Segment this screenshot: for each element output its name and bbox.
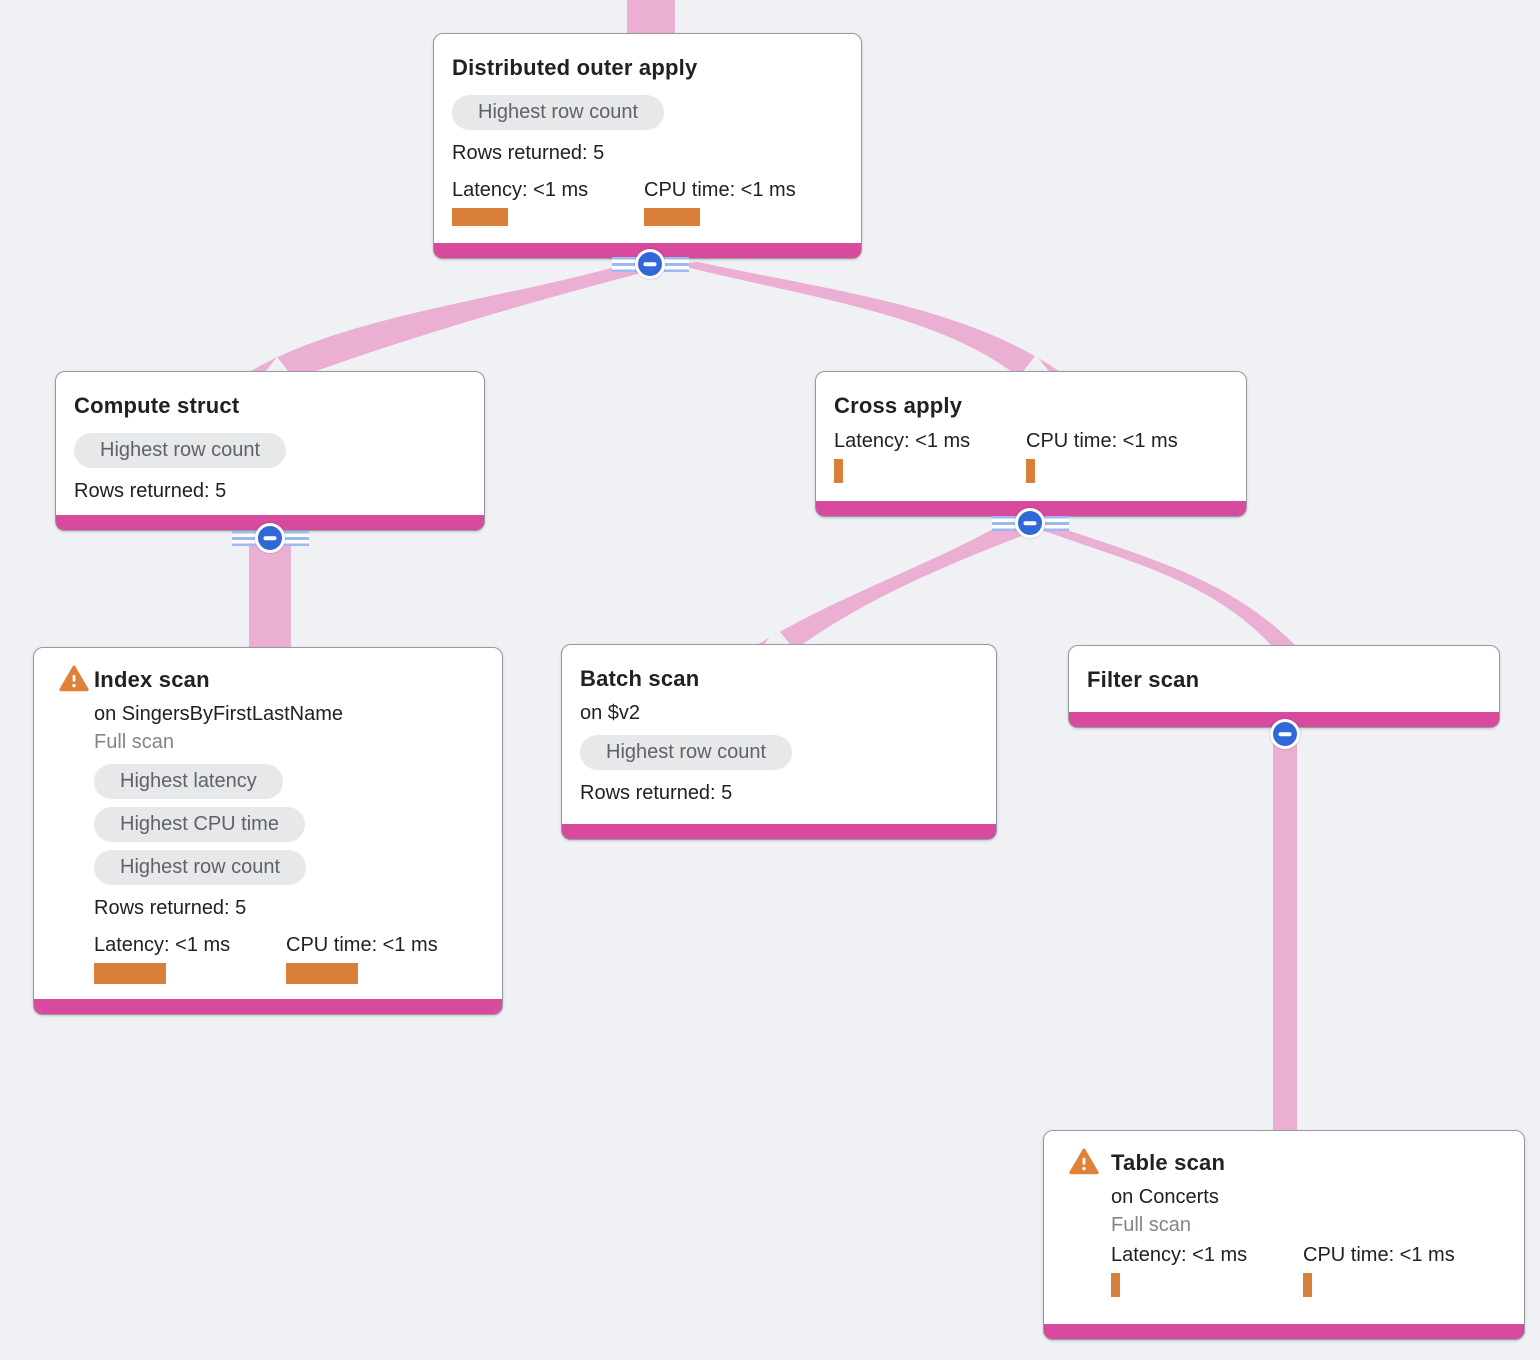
node-footer [34, 999, 502, 1014]
node-title: Cross apply [834, 393, 963, 418]
node-footer [1044, 1324, 1524, 1339]
node-filter-scan[interactable]: Filter scan [1068, 645, 1500, 728]
node-footer [56, 515, 484, 530]
cpu-metric: CPU time: <1 ms [286, 933, 478, 984]
latency-metric: Latency: <1 ms [1111, 1243, 1303, 1297]
cpu-label: CPU time: <1 ms [644, 179, 796, 201]
latency-metric: Latency: <1 ms [94, 933, 286, 984]
collapse-button-filter-scan[interactable] [1270, 719, 1300, 749]
node-cross-apply[interactable]: Cross apply Latency: <1 ms CPU time: <1 … [815, 371, 1247, 517]
cpu-bar [644, 208, 700, 226]
node-compute-struct[interactable]: Compute struct Highest row count Rows re… [55, 371, 485, 531]
badge-highest-row-count: Highest row count [580, 735, 793, 770]
latency-label: Latency: <1 ms [94, 934, 231, 956]
edge-root-to-compute-struct [246, 264, 676, 374]
collapse-button-cross-apply[interactable] [1015, 508, 1045, 538]
scan-type: Full scan [94, 731, 175, 753]
latency-metric: Latency: <1 ms [834, 429, 1026, 483]
edge-cross-apply-to-batch-scan [755, 524, 1042, 646]
badge-highest-row-count: Highest row count [94, 850, 307, 885]
cpu-metric: CPU time: <1 ms [1303, 1243, 1495, 1297]
cpu-bar [286, 963, 358, 984]
edge-root-to-cross-apply [674, 262, 1060, 372]
latency-bar [1111, 1273, 1120, 1297]
latency-bar [452, 208, 508, 226]
edge-notch [762, 628, 792, 647]
latency-label: Latency: <1 ms [452, 179, 589, 201]
latency-metric: Latency: <1 ms [452, 178, 644, 226]
edge-filter-scan-to-table-scan [1273, 722, 1297, 1135]
node-subtitle: on Concerts [1111, 1186, 1219, 1208]
badge-highest-latency: Highest latency [94, 764, 283, 799]
latency-bar [834, 459, 843, 483]
rows-returned: Rows returned: 5 [74, 480, 227, 502]
edge-notch [1021, 355, 1051, 374]
expanded-stripes [992, 516, 1017, 531]
edge-compute-struct-to-index-scan [249, 532, 291, 650]
minus-icon [1278, 732, 1292, 736]
node-index-scan[interactable]: Index scan on SingersByFirstLastName Ful… [33, 647, 503, 1015]
rows-returned: Rows returned: 5 [580, 782, 733, 804]
minus-icon [643, 262, 657, 266]
node-title: Table scan [1111, 1150, 1226, 1175]
minus-icon [263, 536, 277, 540]
rows-returned: Rows returned: 5 [94, 897, 247, 919]
warning-icon [59, 664, 89, 694]
node-subtitle: on $v2 [580, 702, 641, 724]
collapse-button-distributed-outer-apply[interactable] [635, 249, 665, 279]
edge-into-root [627, 0, 675, 40]
expanded-stripes [232, 531, 257, 546]
node-footer [562, 824, 996, 839]
edge-cross-apply-to-filter-scan [1030, 524, 1295, 645]
node-title: Distributed outer apply [452, 55, 698, 80]
badge-highest-row-count: Highest row count [452, 95, 665, 130]
badge-highest-cpu-time: Highest CPU time [94, 807, 305, 842]
cpu-label: CPU time: <1 ms [1026, 430, 1178, 452]
expanded-stripes [612, 257, 637, 272]
latency-label: Latency: <1 ms [1111, 1244, 1248, 1266]
rows-returned: Rows returned: 5 [452, 142, 605, 164]
badge-highest-row-count: Highest row count [74, 433, 287, 468]
expanded-stripes [664, 257, 689, 272]
cpu-label: CPU time: <1 ms [286, 934, 438, 956]
expanded-stripes [284, 531, 309, 546]
node-title: Compute struct [74, 393, 240, 418]
cpu-metric: CPU time: <1 ms [1026, 429, 1218, 483]
node-title: Filter scan [1087, 667, 1200, 692]
collapse-button-compute-struct[interactable] [255, 523, 285, 553]
node-distributed-outer-apply[interactable]: Distributed outer apply Highest row coun… [433, 33, 862, 259]
warning-icon [1069, 1147, 1099, 1177]
latency-label: Latency: <1 ms [834, 430, 971, 452]
cpu-label: CPU time: <1 ms [1303, 1244, 1455, 1266]
node-table-scan[interactable]: Table scan on Concerts Full scan Latency… [1043, 1130, 1525, 1340]
node-subtitle: on SingersByFirstLastName [94, 703, 343, 725]
node-title: Index scan [94, 667, 210, 692]
expanded-stripes [1044, 516, 1069, 531]
cpu-bar [1026, 459, 1035, 483]
node-batch-scan[interactable]: Batch scan on $v2 Highest row count Rows… [561, 644, 997, 840]
scan-type: Full scan [1111, 1214, 1192, 1236]
cpu-bar [1303, 1273, 1312, 1297]
node-title: Batch scan [580, 666, 700, 691]
latency-bar [94, 963, 166, 984]
cpu-metric: CPU time: <1 ms [644, 178, 836, 226]
minus-icon [1023, 521, 1037, 525]
